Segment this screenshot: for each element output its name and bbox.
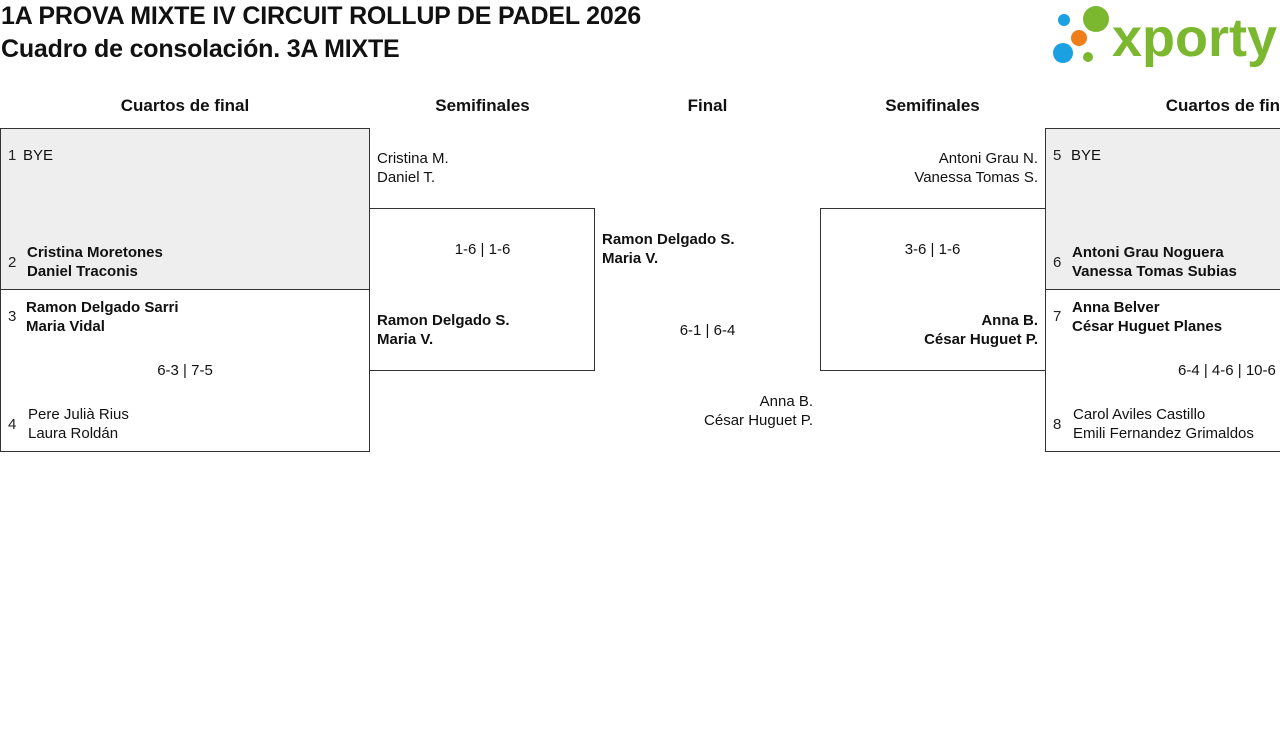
player-name: Maria V. [377, 331, 434, 348]
draw-subtitle: Cuadro de consolación. 3A MIXTE [1, 35, 400, 63]
round-header-final: Final [687, 96, 728, 115]
team-name: BYE [23, 147, 54, 164]
player-name: Cristina M. [377, 150, 449, 167]
player-name: Maria V. [602, 250, 659, 267]
player-name: Anna B. [981, 312, 1038, 329]
match-score: 6-3 | 7-5 [157, 362, 213, 379]
right-qf-match-2 [1045, 289, 1280, 452]
player-name: Ramon Delgado S. [377, 312, 510, 329]
player-name: César Huguet P. [924, 331, 1038, 348]
seed-number: 1 [8, 147, 17, 164]
round-header-right-semifinals: Semifinales [885, 96, 980, 115]
match-score: 1-6 | 1-6 [454, 241, 511, 258]
player-name: Vanessa Tomas Subias [1072, 263, 1237, 280]
logo-dot-orange [1071, 30, 1087, 46]
round-header-left-semifinals: Semifinales [435, 96, 530, 115]
seed-number: 5 [1053, 147, 1062, 164]
player-name: Emili Fernandez Grimaldos [1073, 425, 1254, 442]
player-name: Daniel Traconis [27, 263, 138, 280]
logo-dot-green [1083, 6, 1109, 32]
logo-wordmark: xporty [1112, 8, 1277, 68]
seed-number: 4 [8, 416, 17, 433]
right-qf-match-1 [1045, 128, 1280, 290]
match-score: 3-6 | 1-6 [904, 241, 961, 258]
player-name: Antoni Grau N. [938, 150, 1038, 167]
player-name: Anna B. [759, 393, 813, 410]
player-name: Maria Vidal [26, 318, 105, 335]
seed-number: 2 [8, 254, 17, 271]
team-name: BYE [1071, 147, 1102, 164]
player-name: Cristina Moretones [27, 244, 163, 261]
logo-dot-green-small [1083, 52, 1093, 62]
logo-dot-blue-small [1058, 14, 1070, 26]
player-name: César Huguet P. [704, 412, 813, 429]
player-name: Antoni Grau Noguera [1072, 244, 1224, 261]
seed-number: 3 [8, 308, 17, 325]
round-header-right-quarterfinals: Cuartos de final [1165, 96, 1280, 115]
player-name: Carol Aviles Castillo [1073, 406, 1206, 423]
player-name: César Huguet Planes [1072, 318, 1223, 335]
player-name: Ramon Delgado Sarri [26, 299, 179, 316]
seed-number: 8 [1053, 416, 1062, 433]
player-name: Pere Julià Rius [28, 406, 129, 423]
round-header-left-quarterfinals: Cuartos de final [120, 96, 250, 115]
player-name: Anna Belver [1072, 299, 1160, 316]
logo-dot-blue-large [1053, 43, 1073, 63]
match-score: 6-4 | 4-6 | 10-6 [1178, 362, 1276, 379]
player-name: Ramon Delgado S. [602, 231, 735, 248]
left-sf-match [369, 208, 595, 371]
xporty-logo: xporty [1053, 6, 1277, 68]
left-qf-match-1 [0, 128, 370, 290]
seed-number: 6 [1053, 254, 1062, 271]
tournament-title: 1A PROVA MIXTE IV CIRCUIT ROLLUP DE PADE… [1, 2, 641, 30]
seed-number: 7 [1053, 308, 1062, 325]
player-name: Laura Roldán [28, 425, 119, 442]
player-name: Vanessa Tomas S. [914, 169, 1038, 186]
player-name: Daniel T. [377, 169, 436, 186]
match-score: 6-1 | 6-4 [679, 322, 736, 339]
